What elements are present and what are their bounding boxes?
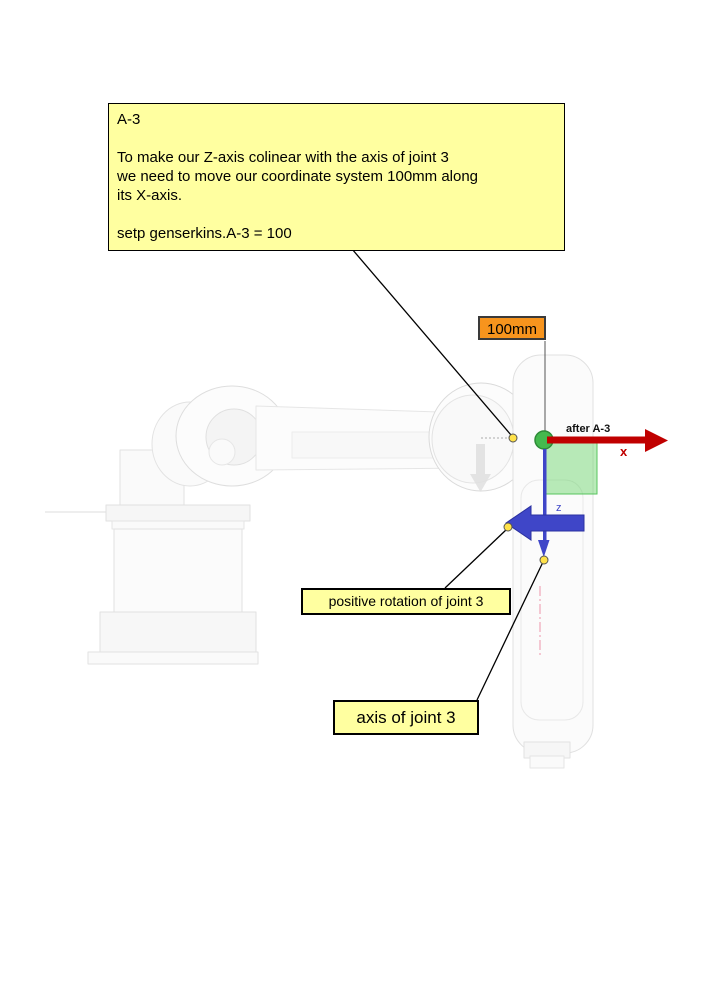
anchor-dot-rotation [503,522,513,532]
note-body-line1: To make our Z-axis colinear with the axi… [117,149,449,166]
note-command: setp genserkins.A-3 = 100 [117,225,292,242]
robot-base [87,449,259,665]
joint-rotation-arrow [505,505,585,541]
leader-line-positive-rotation [444,528,508,589]
robot-elbow-joint [428,382,534,492]
after-a3-label: after A-3 [566,423,611,435]
note-body-line3: its X-axis. [117,187,183,204]
z-axis-label: z [556,502,562,514]
note-body-line2: we need to move our coordinate system 10… [117,168,479,185]
note-spacer [117,129,556,148]
anchor-dot-axis [539,555,549,565]
ghost-z-axis-before [470,444,491,492]
robot-forearm [512,354,594,769]
leader-line-note [351,248,512,436]
z-axis-arrow [538,449,550,557]
x-axis-arrow [547,429,668,452]
dimension-label: 100mm [478,316,546,340]
note-spacer [117,205,556,224]
robot-silhouette [45,354,594,769]
leader-line-axis [476,561,544,701]
callout-positive-rotation: positive rotation of joint 3 [301,588,511,615]
callout-axis-of-joint3: axis of joint 3 [333,700,479,735]
note-title: A-3 [117,111,141,128]
x-axis-label: x [620,444,628,459]
anchor-dot-origin [508,433,518,443]
annotation-note: A-3 To make our Z-axis colinear with the… [108,103,565,251]
coordinate-frame-patch [544,441,598,495]
